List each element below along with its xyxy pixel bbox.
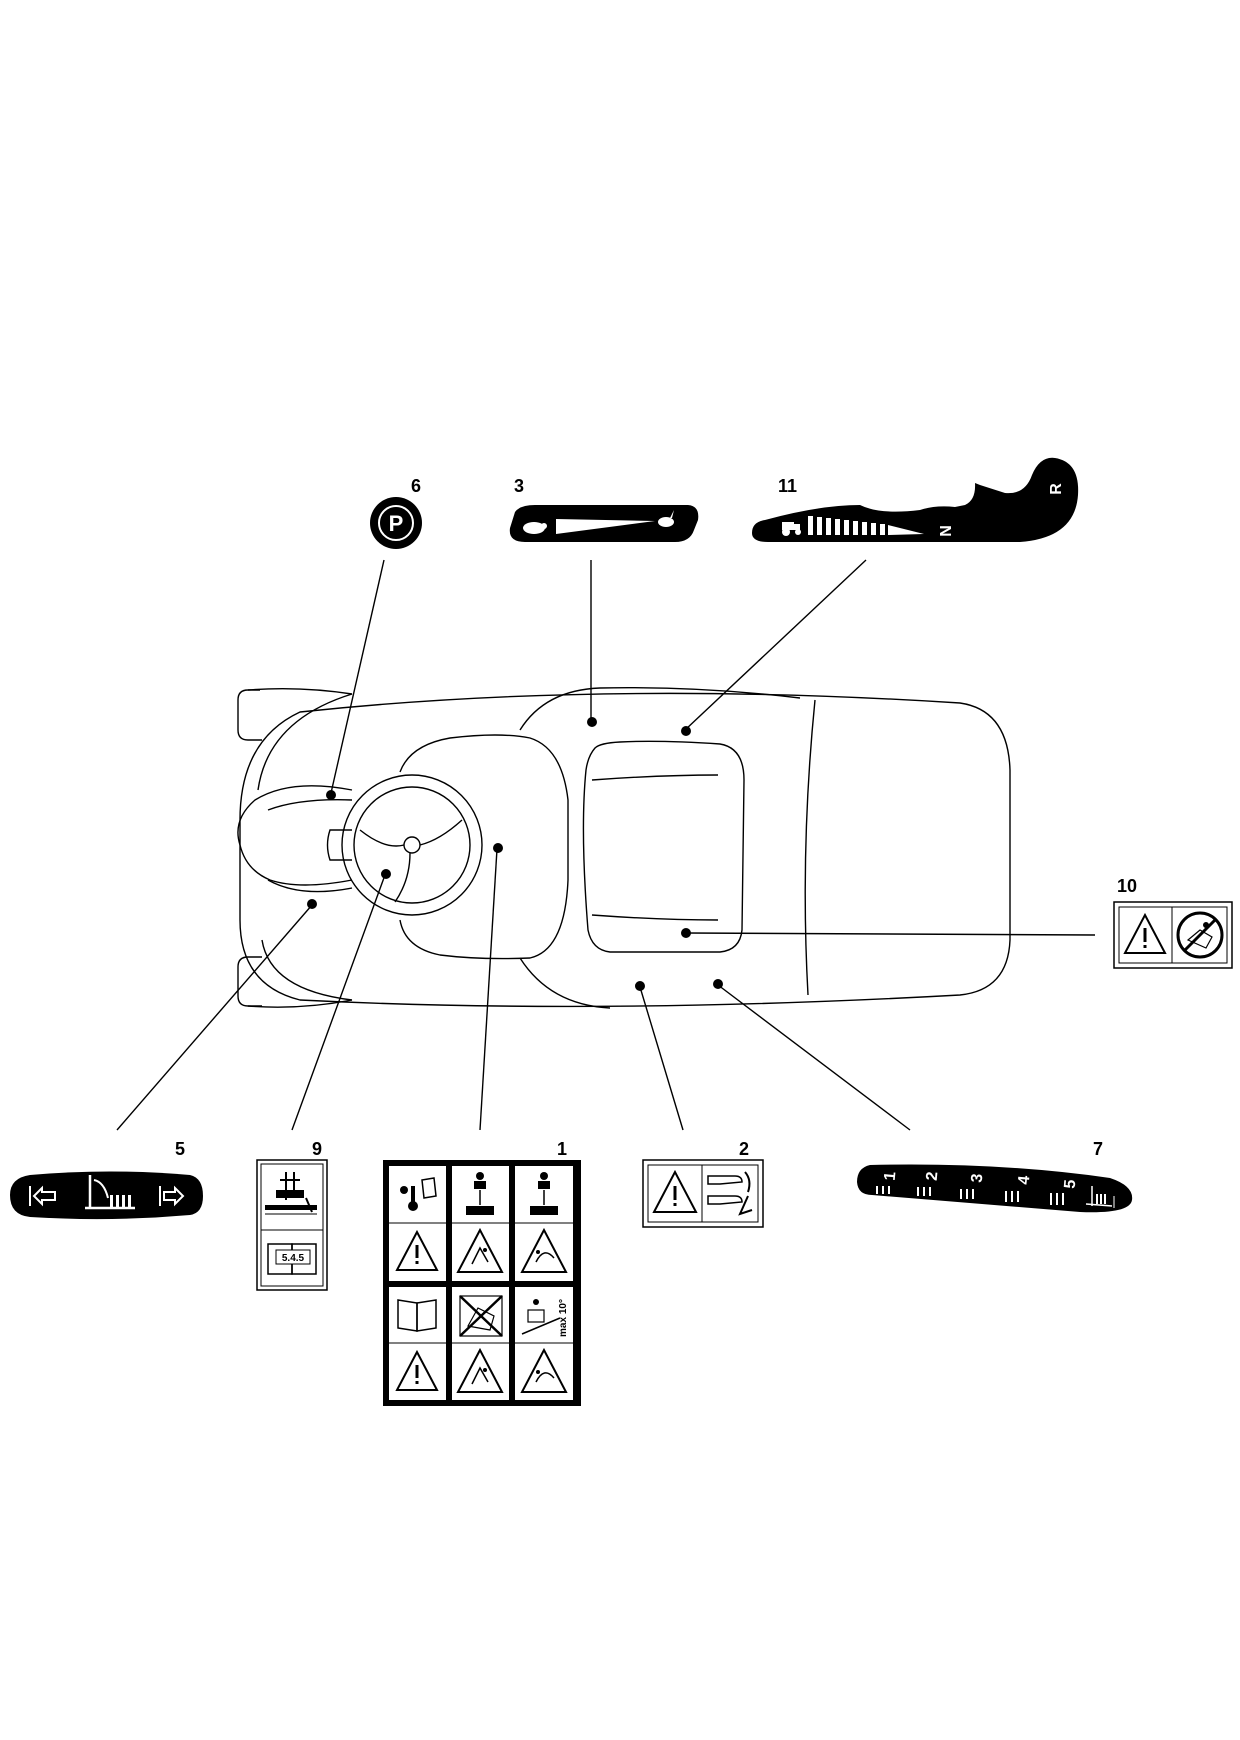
- height-step-1: 1: [882, 1171, 900, 1181]
- thrown-object-triangle-icon: [520, 1347, 568, 1393]
- hood-nose: [237, 785, 353, 886]
- front-left-wheel: [237, 689, 262, 741]
- safety-panel-bottom-row: max 10°: [389, 1287, 573, 1400]
- operator-icon: [530, 1172, 558, 1215]
- leader-lines: [116, 559, 1096, 1131]
- slope-limit-text: max 10°: [558, 1299, 569, 1337]
- point-6: [326, 790, 336, 800]
- decal-11-gear-selector: N R: [752, 457, 1079, 542]
- callout-9: 9: [312, 1139, 322, 1159]
- seat-pan-outline: [519, 687, 801, 731]
- warning-triangle-icon: [652, 1169, 698, 1213]
- parking-letter: P: [389, 511, 404, 536]
- no-passenger-icon: [1176, 911, 1224, 959]
- height-step-5: 5: [1062, 1179, 1080, 1189]
- body-outline: [239, 692, 1011, 1008]
- point-7: [713, 979, 723, 989]
- decal-7-cutting-height-scale: 1 2 3 4 5: [857, 1164, 1133, 1213]
- tortoise-icon: [523, 522, 547, 534]
- operator-icon: [466, 1172, 494, 1215]
- callout-5: 5: [175, 1139, 185, 1159]
- decal-5-discharge: [10, 1171, 203, 1220]
- manual-section: 5.4.5: [282, 1253, 305, 1264]
- arrow-right-icon: [159, 1185, 185, 1207]
- decal-1-safety-sheet: max 10°: [383, 1160, 581, 1406]
- height-step-2: 2: [924, 1171, 942, 1181]
- seat: [582, 740, 745, 953]
- point-1: [493, 843, 503, 853]
- decal-6-parking-brake: P: [370, 497, 422, 549]
- steering-wheel: [341, 774, 483, 916]
- height-step-3: 3: [969, 1173, 987, 1183]
- hare-icon: [658, 510, 674, 527]
- decal-2-hand-hazard: [642, 1159, 764, 1228]
- rear-compartment-edge: [804, 699, 816, 996]
- decal-9-manual-reference: 5.4.5: [256, 1159, 328, 1291]
- mower-top-view: [237, 687, 1011, 1009]
- front-right-wheel: [237, 956, 262, 1007]
- dashboard: [399, 734, 569, 960]
- callout-11: 11: [778, 476, 797, 496]
- speed-bars: [808, 516, 924, 535]
- warning-triangle-icon: [395, 1229, 439, 1271]
- point-5: [307, 899, 317, 909]
- manual-book-icon: [397, 1299, 437, 1332]
- blade-hazard-triangle-icon: [456, 1227, 504, 1273]
- mower-cutting-height-icon: [265, 1172, 317, 1215]
- tractor-icon: [782, 522, 801, 536]
- point-10: [681, 928, 691, 938]
- callout-3: 3: [514, 476, 524, 496]
- callout-7: 7: [1093, 1139, 1103, 1159]
- point-9: [381, 869, 391, 879]
- height-step-4: 4: [1016, 1175, 1034, 1185]
- arrow-left-icon: [29, 1185, 56, 1207]
- decal-10-warning-no-passengers: [1113, 901, 1233, 969]
- callout-2: 2: [739, 1139, 749, 1159]
- warning-triangle-icon: [395, 1349, 439, 1391]
- point-3: [587, 717, 597, 727]
- grass-discharge-icon: [85, 1175, 135, 1210]
- attachment-points: [307, 717, 723, 991]
- callout-6: 6: [411, 476, 421, 496]
- gear-neutral: N: [938, 525, 955, 537]
- no-riders-icon: [459, 1295, 503, 1337]
- callout-1: 1: [557, 1139, 567, 1159]
- callout-10: 10: [1117, 876, 1137, 896]
- point-2: [635, 981, 645, 991]
- manual-book-icon: 5.4.5: [267, 1243, 317, 1275]
- decal-3-throttle: [509, 505, 699, 542]
- ignition-key-icon: [400, 1177, 437, 1211]
- hand-pinch-icon: [707, 1171, 753, 1216]
- safety-panel-top-row: [389, 1166, 573, 1281]
- warning-triangle-icon: [1123, 912, 1167, 954]
- height-scale-ticks: [876, 1186, 1064, 1205]
- point-11: [681, 726, 691, 736]
- slope-limit-icon: max 10°: [521, 1299, 569, 1337]
- gear-reverse: R: [1048, 483, 1065, 495]
- callout-numbers: 6 3 11 10 5 9 1 2 7: [175, 476, 1137, 1159]
- grass-height-icon: [1085, 1186, 1115, 1208]
- blade-hazard-triangle-icon: [456, 1347, 504, 1393]
- throttle-wedge: [556, 519, 655, 534]
- thrown-object-triangle-icon: [520, 1227, 568, 1273]
